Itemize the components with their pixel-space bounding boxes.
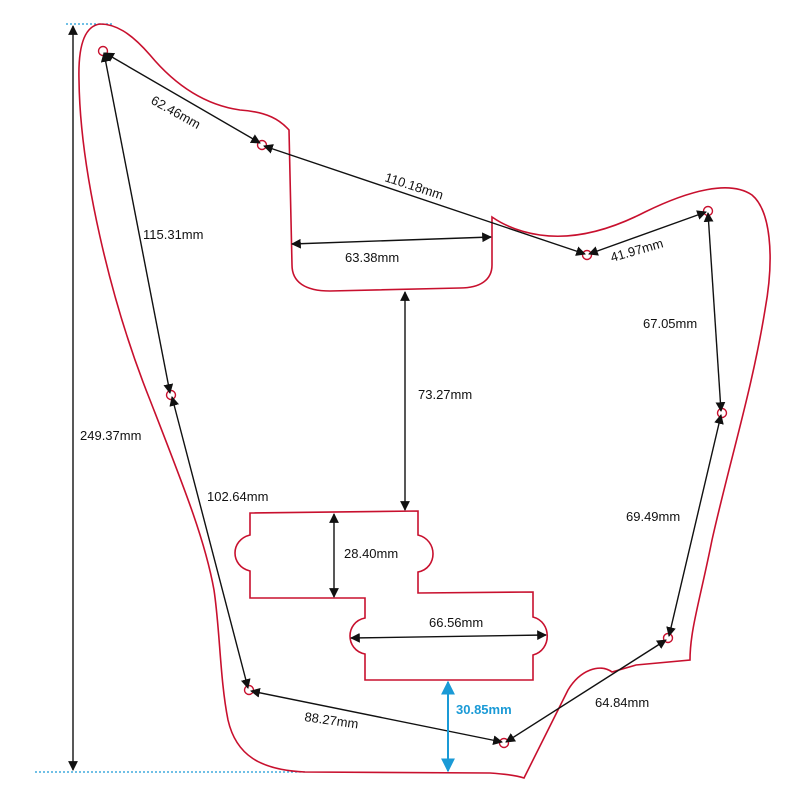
dim-line-upper-span [263,144,586,256]
dim-line-top-holes [104,52,261,144]
mounting-hole [716,407,728,419]
label-overall-height: 249.37mm [80,428,141,443]
dim-line-bottom-right [505,639,667,743]
label-neck-pocket: 63.38mm [345,250,399,265]
label-pickup-height: 28.40mm [344,546,398,561]
dim-line-left-lower [169,396,251,689]
mounting-hole [165,389,177,401]
label-right-lower: 69.49mm [626,509,680,524]
label-right-top: 41.97mm [609,236,665,265]
label-pickup-to-edge: 30.85mm [456,702,512,717]
mounting-holes [97,45,728,749]
dim-line-right-upper [703,212,726,412]
label-left-lower: 102.64mm [207,489,268,504]
mounting-hole [581,249,593,261]
label-right-upper: 67.05mm [643,316,697,331]
pickup-cutout [234,510,548,681]
label-left-upper: 115.31mm [143,227,203,242]
dim-line-left-upper [100,52,174,394]
dim-line-right-top [588,210,707,256]
label-upper-span: 110.18mm [383,170,445,203]
mounting-hole [243,684,255,696]
dim-line-bottom-left [250,687,503,746]
label-bottom-left: 88.27mm [304,709,360,731]
label-top-holes: 62.46mm [149,93,204,132]
dim-line-pickup-width [350,630,547,643]
label-pickup-width: 66.56mm [429,615,483,630]
mounting-hole [498,737,510,749]
label-bottom-right: 64.84mm [595,695,649,710]
dim-line-neck-pocket [291,232,492,249]
label-pocket-to-pickup: 73.27mm [418,387,472,402]
dim-line-right-lower [666,414,724,637]
